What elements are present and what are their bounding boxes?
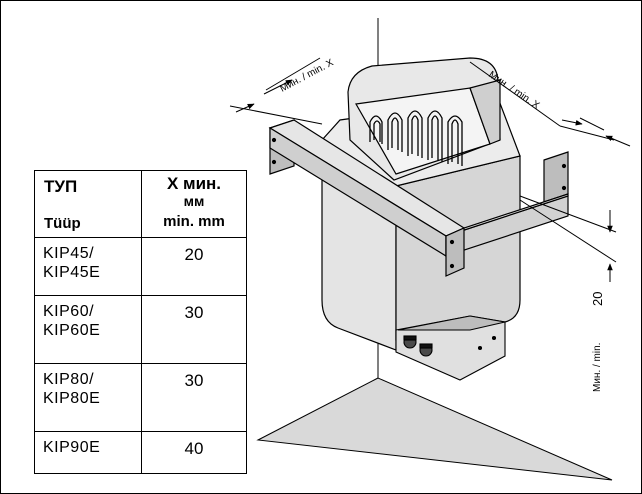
header-x-en: min. mm xyxy=(163,213,225,230)
heating-elements xyxy=(369,110,463,166)
protective-rail xyxy=(268,119,569,277)
model-cell: KIP80/KIP80E xyxy=(34,363,142,432)
vertical-clearance-value: 20 xyxy=(590,292,605,306)
front-clearance-label: Мин. / min. X xyxy=(278,57,335,95)
header-x-ru: X мин. xyxy=(166,174,222,193)
value-cell: 20 xyxy=(141,237,247,296)
value-cell: 30 xyxy=(141,295,247,364)
header-x-unit-ru: мм xyxy=(183,193,205,209)
table-row: KIP60/KIP60E 30 xyxy=(34,295,247,364)
table-row: KIP45/KIP45E 20 xyxy=(34,237,247,296)
header-type-et: Tüüp xyxy=(44,215,81,232)
control-box xyxy=(395,315,506,381)
table-row: KIP80/KIP80E 30 xyxy=(34,363,247,432)
model-cell: KIP60/KIP60E xyxy=(34,295,142,364)
model-cell: KIP90E xyxy=(34,431,142,474)
floor-plane xyxy=(256,377,613,481)
table-header-row: ТУП Tüüp X мин. мм min. mm xyxy=(34,170,247,238)
value-cell: 40 xyxy=(141,431,247,474)
header-type-cell: ТУП Tüüp xyxy=(34,170,142,238)
header-x-cell: X мин. мм min. mm xyxy=(141,170,247,238)
value-cell: 30 xyxy=(141,363,247,432)
table-row: KIP90E 40 xyxy=(34,431,247,474)
header-type-ru: ТУП xyxy=(44,177,78,196)
clearance-table: ТУП Tüüp X мин. мм min. mm KIP45/KIP45E … xyxy=(34,170,247,474)
vertical-clearance-label: Мин. / min. xyxy=(592,343,603,392)
dimension-lines xyxy=(229,57,631,282)
model-cell: KIP45/KIP45E xyxy=(34,237,142,296)
